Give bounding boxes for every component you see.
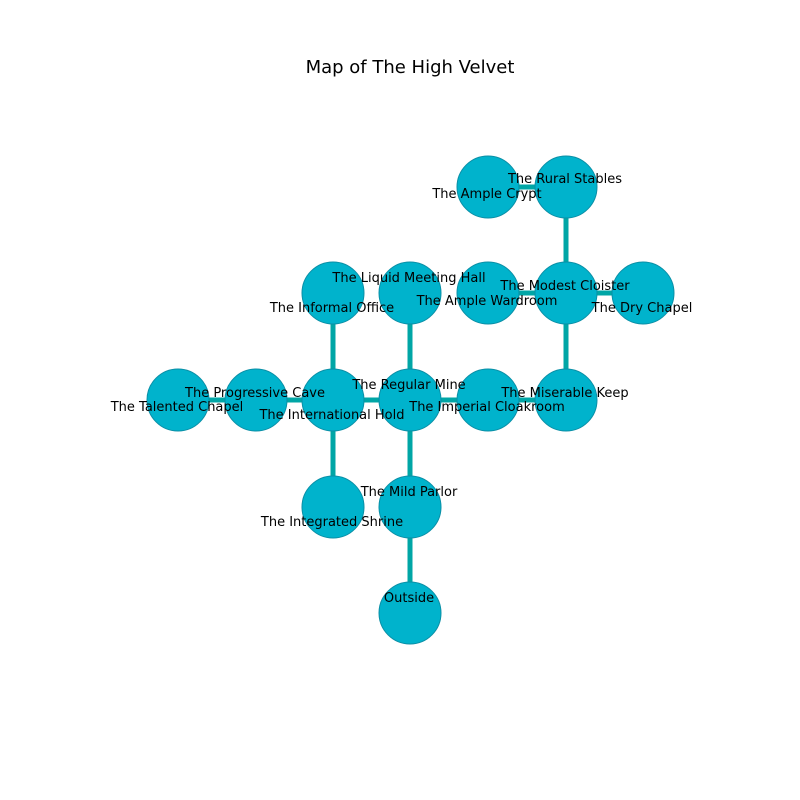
room-label-miserable-keep: The Miserable Keep [500,386,628,401]
room-node-progressive-cave [224,368,288,432]
room-label-international-hold: The International Hold [258,408,404,423]
room-node-talented-chapel [146,368,210,432]
room-label-informal-office: The Informal Office [269,301,394,316]
room-label-regular-mine: The Regular Mine [351,378,465,393]
room-label-talented-chapel: The Talented Chapel [110,400,244,415]
room-label-imperial-cloakroom: The Imperial Cloakroom [408,400,565,415]
room-node-integrated-shrine [301,475,365,539]
room-label-dry-chapel: The Dry Chapel [591,301,693,316]
room-node-regular-mine [378,368,442,432]
room-label-integrated-shrine: The Integrated Shrine [260,515,403,530]
room-node-imperial-cloakroom [456,368,520,432]
room-node-outside [378,581,442,645]
room-label-modest-cloister: The Modest Cloister [499,279,630,294]
room-node-ample-wardroom [456,261,520,325]
room-label-liquid-meeting-hall: The Liquid Meeting Hall [331,271,485,286]
room-node-ample-crypt [456,155,520,219]
room-node-rural-stables [534,155,598,219]
room-node-informal-office [301,261,365,325]
room-label-rural-stables: The Rural Stables [507,172,622,187]
room-node-liquid-meeting-hall [378,261,442,325]
room-label-ample-wardroom: The Ample Wardroom [416,294,558,309]
map-title: Map of The High Velvet [306,57,515,78]
rooms-layer [146,155,675,645]
room-node-modest-cloister [534,261,598,325]
room-node-miserable-keep [534,368,598,432]
room-label-mild-parlor: The Mild Parlor [360,485,458,500]
room-label-outside: Outside [384,591,434,606]
room-node-mild-parlor [378,475,442,539]
room-node-international-hold [301,368,365,432]
room-node-dry-chapel [611,261,675,325]
room-label-progressive-cave: The Progressive Cave [184,386,325,401]
room-label-ample-crypt: The Ample Crypt [431,187,541,202]
